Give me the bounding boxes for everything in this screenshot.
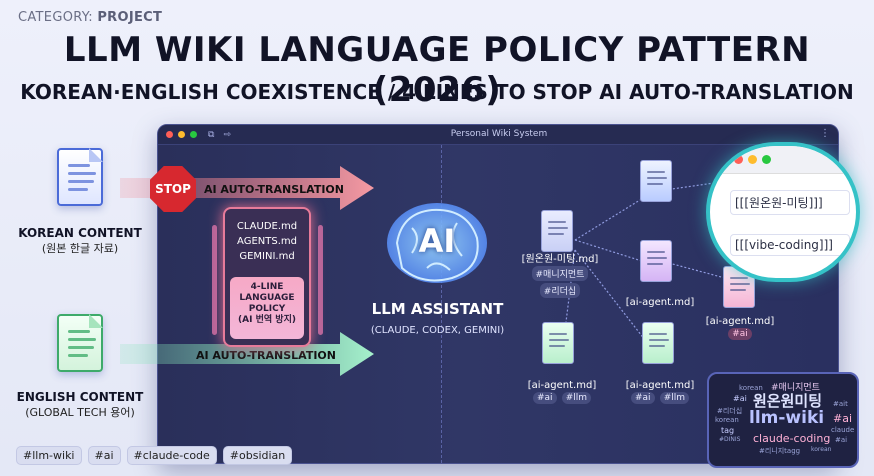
window-title: Personal Wiki System xyxy=(450,129,548,139)
cloud-word: #DINIS xyxy=(719,436,741,443)
footer-tag[interactable]: #llm-wiki xyxy=(16,446,82,465)
close-window-button[interactable] xyxy=(166,131,173,138)
pillar-right xyxy=(318,225,323,335)
wikilink-2[interactable]: [[[vibe-coding]]] xyxy=(730,234,850,256)
cloud-word: korean xyxy=(715,416,739,424)
tag-chip[interactable]: #llm xyxy=(561,392,592,404)
tag-chip[interactable]: #매니지먼트 xyxy=(531,266,589,281)
sidebar-toggle-icon[interactable]: ⧉ xyxy=(208,129,215,140)
cloud-word: #리더십 xyxy=(717,407,743,415)
cloud-word: 원온원미팅 xyxy=(753,392,823,410)
assistant-label: LLM ASSISTANT (CLAUDE, CODEX, GEMINI) xyxy=(370,300,505,336)
cloud-word: #매니지먼트 xyxy=(771,383,820,393)
file-doc-6-icon xyxy=(642,322,674,364)
cloud-word: #ait xyxy=(833,400,848,408)
footer-tag[interactable]: #claude-code xyxy=(126,446,217,465)
ai-badge: AI xyxy=(418,222,456,260)
tag-chip[interactable]: #llm xyxy=(659,392,690,404)
cloud-word: korean xyxy=(811,446,832,453)
footer-tag[interactable]: #obsidian xyxy=(222,446,293,465)
file-doc-3-icon xyxy=(640,240,672,282)
arrow-top-label: AI AUTO-TRANSLATION xyxy=(204,183,344,196)
category-label: CATEGORY: PROJECT xyxy=(18,10,163,25)
wikilink-magnifier: [[[원온원-미팅]]] [[[vibe-coding]]] xyxy=(706,142,860,282)
korean-document-icon xyxy=(57,148,103,206)
language-policy-block: 4-LINE LANGUAGE POLICY (AI 번역 방지) xyxy=(230,277,304,339)
cloud-word: #ai xyxy=(835,436,848,444)
maximize-window-button[interactable] xyxy=(190,131,197,138)
file-item-1[interactable]: [원온원-미팅.md] #매니지먼트 #리더십 xyxy=(521,254,599,298)
footer-tags: #llm-wiki #ai #claude-code #obsidian xyxy=(16,446,293,465)
cloud-word: tag xyxy=(721,426,735,435)
stop-sign: STOP xyxy=(150,166,196,212)
more-options-icon[interactable]: ⋮ xyxy=(820,128,830,139)
pillar-left xyxy=(212,225,217,335)
file-doc-5-icon xyxy=(542,322,574,364)
cloud-word: korean xyxy=(739,384,763,392)
english-content-label: ENGLISH CONTENT (GLOBAL TECH 용어) xyxy=(16,390,144,419)
cloud-word: claude-coding xyxy=(753,432,831,445)
window-divider xyxy=(441,145,442,463)
english-document-icon xyxy=(57,314,103,372)
forward-icon[interactable]: ⇨ xyxy=(223,129,231,140)
popup-close-dot xyxy=(734,155,743,164)
tag-chip[interactable]: #리더십 xyxy=(539,283,581,298)
minimize-window-button[interactable] xyxy=(178,131,185,138)
cloud-word: #ai xyxy=(833,412,853,425)
rule-file-claude: CLAUDE.md xyxy=(236,221,298,232)
page-subtitle: KOREAN·ENGLISH COEXISTENCE / 4 LINES TO … xyxy=(20,80,854,104)
file-item-2[interactable]: [ai-agent.md] xyxy=(625,297,695,308)
window-titlebar: ⧉ ⇨ Personal Wiki System ⋮ xyxy=(158,125,838,145)
file-doc-1-icon xyxy=(541,210,573,252)
cloud-word: #리니지tagg xyxy=(759,447,801,455)
footer-tag[interactable]: #ai xyxy=(87,446,121,465)
file-item-4[interactable]: [ai-agent.md] #ai #llm xyxy=(527,380,597,404)
page-title: LLM WIKI LANGUAGE POLICY PATTERN (2026) xyxy=(63,30,811,110)
tag-chip[interactable]: #ai xyxy=(728,328,752,340)
cloud-word: #ai xyxy=(733,394,747,403)
ai-brain-icon xyxy=(387,203,487,283)
tag-chip[interactable]: #ai xyxy=(532,392,557,404)
cloud-word: claude xyxy=(831,426,855,434)
rule-file-agents: AGENTS.md xyxy=(237,236,297,247)
arrow-bottom-label: AI AUTO-TRANSLATION xyxy=(196,349,336,362)
policy-files-card: CLAUDE.md AGENTS.md GEMINI.md 4-LINE LAN… xyxy=(223,207,311,347)
file-item-3[interactable]: [ai-agent.md] #ai xyxy=(705,316,775,340)
tag-chip[interactable]: #ai xyxy=(630,392,655,404)
popup-minimize-dot xyxy=(748,155,757,164)
file-item-5[interactable]: [ai-agent.md] #ai #llm xyxy=(625,380,695,404)
popup-maximize-dot xyxy=(762,155,771,164)
rule-file-gemini: GEMINI.md xyxy=(239,251,295,262)
wikilink-1[interactable]: [[[원온원-미팅]]] xyxy=(730,190,850,215)
korean-content-label: KOREAN CONTENT (원본 한글 자료) xyxy=(18,226,142,255)
tag-cloud: korean #매니지먼트 #ai 원온원미팅 #ait #리더십 korean… xyxy=(707,372,859,468)
cloud-word: llm-wiki xyxy=(749,408,825,428)
file-doc-2-icon xyxy=(640,160,672,202)
